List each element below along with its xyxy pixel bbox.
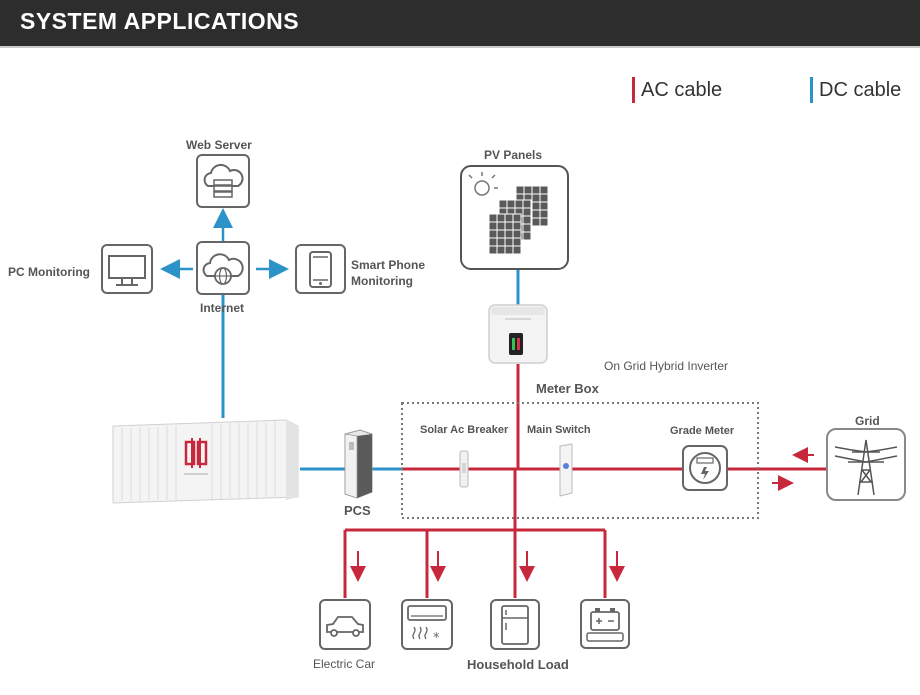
solar-ac-breaker-label: Solar Ac Breaker bbox=[420, 424, 509, 436]
pcs-cabinet-icon bbox=[344, 429, 373, 499]
ac-cables bbox=[343, 364, 826, 598]
fridge-icon bbox=[490, 599, 540, 650]
internet-label: Internet bbox=[200, 301, 245, 315]
header-bar: SYSTEM APPLICATIONS bbox=[0, 0, 920, 46]
power-tower-icon bbox=[826, 428, 906, 501]
pc-monitoring-label: PC Monitoring bbox=[8, 265, 90, 279]
header-divider bbox=[0, 46, 920, 48]
monitor-icon bbox=[101, 244, 153, 294]
dc-cable-legend-swatch bbox=[810, 77, 813, 103]
dc-cable-legend-label: DC cable bbox=[819, 79, 902, 101]
meter-box-label: Meter Box bbox=[536, 381, 599, 396]
car-icon bbox=[319, 599, 371, 650]
pcs-label: PCS bbox=[344, 503, 371, 518]
grade-meter-label: Grade Meter bbox=[670, 425, 735, 437]
battery-icon bbox=[580, 599, 630, 649]
inverter-icon bbox=[488, 304, 548, 364]
cloud-globe-icon bbox=[196, 241, 250, 295]
main-switch-icon bbox=[559, 443, 573, 497]
inverter-label: On Grid Hybrid Inverter bbox=[604, 359, 729, 373]
smart-phone-label-line2: Monitoring bbox=[351, 274, 413, 288]
grid-arrows bbox=[772, 447, 814, 491]
ac-cable-legend-swatch bbox=[632, 77, 635, 103]
grade-meter-icon bbox=[682, 445, 728, 491]
battery-container-icon bbox=[112, 419, 299, 504]
pv-panels-label: PV Panels bbox=[484, 148, 543, 162]
web-server-label: Web Server bbox=[186, 138, 252, 152]
internet-arrows bbox=[160, 208, 289, 279]
main-switch-label: Main Switch bbox=[527, 424, 591, 436]
ac-cable-legend-label: AC cable bbox=[641, 79, 723, 101]
solar-panel-icon bbox=[460, 165, 569, 270]
cloud-server-icon bbox=[196, 154, 250, 208]
page-title: SYSTEM APPLICATIONS bbox=[20, 8, 300, 34]
load-arrows bbox=[350, 551, 625, 582]
air-conditioner-icon: * bbox=[401, 599, 453, 650]
smart-phone-label-line1: Smart Phone bbox=[351, 258, 426, 272]
grid-label: Grid bbox=[855, 414, 880, 428]
smartphone-icon bbox=[295, 244, 346, 294]
solar-ac-breaker-icon bbox=[459, 450, 469, 488]
svg-text:*: * bbox=[433, 631, 440, 646]
electric-car-label: Electric Car bbox=[313, 657, 376, 671]
household-load-label: Household Load bbox=[467, 657, 569, 672]
